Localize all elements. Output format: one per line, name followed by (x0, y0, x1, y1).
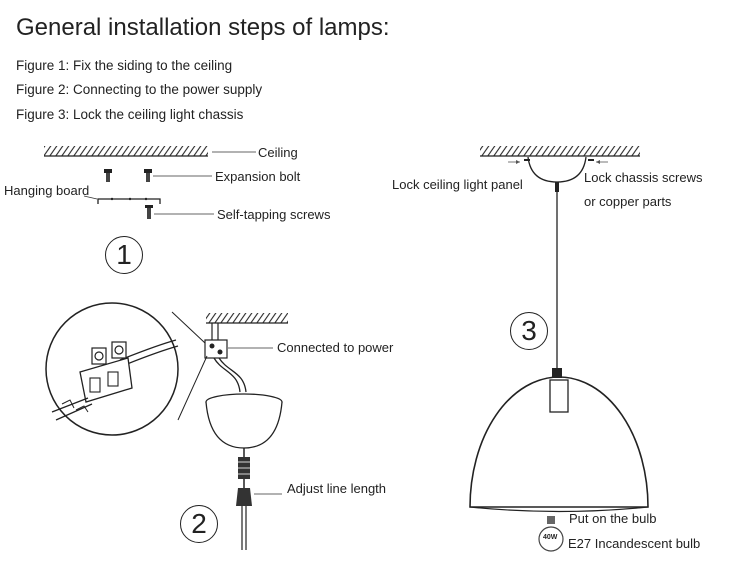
hanging-board (97, 198, 161, 204)
label-lock-chassis-screws: Lock chassis screws (584, 170, 703, 185)
self-tapping-screw (145, 205, 153, 219)
expansion-bolt-left (104, 169, 112, 182)
ceiling-hatch-3 (480, 146, 640, 156)
step-1-text: Figure 1: Fix the siding to the ceiling (16, 58, 233, 73)
step-2-text: Figure 2: Connecting to the power supply (16, 82, 263, 97)
label-expansion-bolt: Expansion bolt (215, 169, 301, 184)
cord-grip-lower (236, 488, 252, 506)
figure-number-2: 2 (180, 505, 218, 543)
label-ceiling: Ceiling (258, 145, 298, 160)
label-connected-to-power: Connected to power (277, 340, 394, 355)
label-copper-parts: or copper parts (584, 194, 672, 209)
ceiling-plate (527, 156, 587, 183)
ceiling-hatch-1 (44, 146, 208, 156)
figure-number-3: 3 (510, 312, 548, 350)
bulb-wattage: 40W (543, 534, 558, 541)
bulb-icon (538, 516, 564, 552)
figure-1 (44, 146, 256, 219)
canopy-bowl (205, 401, 283, 449)
step-3-text: Figure 3: Lock the ceiling light chassis (16, 107, 244, 122)
page-title: General installation steps of lamps: (16, 14, 390, 41)
expansion-bolt-right (144, 169, 152, 182)
terminal-block-small (204, 339, 228, 359)
label-e27-bulb: E27 Incandescent bulb (568, 536, 701, 551)
bulb-socket (549, 379, 569, 413)
figure-2 (45, 302, 288, 550)
figure-3 (469, 146, 649, 552)
lampshade (469, 376, 649, 508)
label-hanging-board: Hanging board (4, 183, 90, 198)
label-lock-ceiling-light-panel: Lock ceiling light panel (392, 177, 523, 192)
terminal-block-large (79, 341, 133, 403)
ceiling-hatch-2 (206, 313, 288, 323)
figure-number-1: 1 (105, 236, 143, 274)
label-self-tapping-screws: Self-tapping screws (217, 207, 331, 222)
label-adjust-line-length: Adjust line length (287, 481, 387, 496)
label-put-on-bulb: Put on the bulb (569, 511, 657, 526)
